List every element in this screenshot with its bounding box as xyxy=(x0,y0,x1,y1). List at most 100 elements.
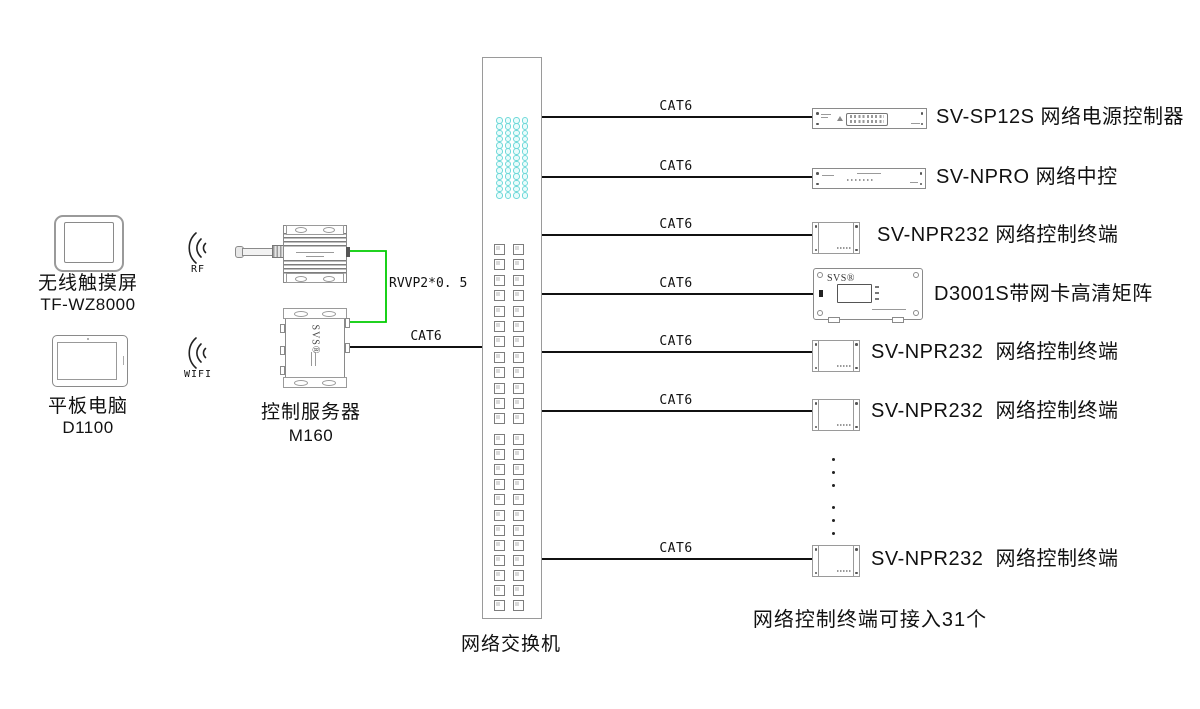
switch-led xyxy=(521,167,529,174)
switch-label: 网络交换机 xyxy=(460,634,561,655)
antenna-rod xyxy=(242,248,274,256)
switch-port xyxy=(513,367,524,379)
screw-slot xyxy=(323,275,335,282)
switch-port xyxy=(513,413,524,425)
server-top-flange xyxy=(283,308,347,319)
switch-port xyxy=(513,244,524,255)
switch-led xyxy=(513,173,520,180)
rf-label: RF xyxy=(190,264,206,275)
switch-led xyxy=(513,135,520,143)
switch-led xyxy=(513,192,520,199)
switch-led xyxy=(504,173,512,180)
switch-led xyxy=(513,117,520,124)
server-left-port xyxy=(280,324,285,333)
switch-port xyxy=(494,290,505,302)
switch-led xyxy=(521,185,529,193)
switch-port xyxy=(513,449,524,461)
matrix-device: SVS® xyxy=(813,268,923,323)
switch-port xyxy=(513,305,524,317)
panel-fine-print xyxy=(911,123,920,124)
switch-led xyxy=(504,142,512,149)
switch-port xyxy=(513,509,524,521)
panel-fine-print xyxy=(822,175,834,176)
ellipsis-dot xyxy=(832,519,835,522)
switch-led xyxy=(504,167,512,174)
radio-fine-print xyxy=(306,256,324,257)
server-left-port xyxy=(280,346,285,355)
switch-port xyxy=(494,244,505,255)
switch-led xyxy=(521,135,529,143)
screw-slot xyxy=(294,380,308,386)
switch-led xyxy=(513,179,520,186)
tablet-label: 平板电脑 D1100 xyxy=(30,396,146,438)
switch-led xyxy=(504,135,512,143)
switch-port xyxy=(513,274,524,286)
switch-port xyxy=(494,600,505,612)
switch-port xyxy=(494,554,505,566)
switch-port xyxy=(494,464,505,476)
row6-label: SV-NPR232 网络控制终端 xyxy=(871,400,1119,422)
switch-port xyxy=(513,290,524,302)
switch-led xyxy=(504,129,512,136)
touchscreen-device xyxy=(54,215,124,272)
tablet-device xyxy=(52,335,128,387)
switch-led xyxy=(496,142,503,149)
sp12s-device xyxy=(812,108,927,129)
switch-port xyxy=(513,398,524,409)
switch-port xyxy=(494,569,505,581)
radio-bottom-flange xyxy=(286,273,344,283)
screw-slot xyxy=(323,227,335,233)
switch-led xyxy=(521,173,529,180)
switch-led xyxy=(496,148,503,155)
switch-led xyxy=(496,117,503,124)
wifi-wave-icon xyxy=(188,337,207,369)
ellipsis-dot xyxy=(832,484,835,487)
server-lan-port xyxy=(345,343,350,353)
switch-led xyxy=(504,123,512,130)
switch-port xyxy=(513,524,524,536)
switch-led xyxy=(504,179,512,186)
network-switch-device xyxy=(482,57,542,619)
radio-top-flange xyxy=(286,225,344,235)
cat6-label-row2: CAT6 xyxy=(659,159,693,174)
server-bottom-flange xyxy=(283,377,347,388)
switch-port xyxy=(494,259,505,271)
switch-led xyxy=(504,148,512,155)
switch-led xyxy=(521,179,529,186)
row5-label: SV-NPR232 网络控制终端 xyxy=(871,341,1119,363)
switch-port xyxy=(494,585,505,596)
switch-led xyxy=(496,179,503,186)
switch-led xyxy=(521,129,529,136)
matrix-button xyxy=(875,298,879,300)
led-row xyxy=(837,423,851,426)
switch-led xyxy=(513,123,520,130)
screw-slot xyxy=(322,380,336,386)
rvvp-cable-label: RVVP2*0. 5 xyxy=(389,276,468,291)
led-row xyxy=(837,246,851,249)
matrix-lan-port xyxy=(819,290,823,297)
touchscreen-model: TF-WZ8000 xyxy=(40,295,136,314)
panel-fine-print xyxy=(872,309,906,310)
screw-slot xyxy=(295,275,307,282)
matrix-brand: SVS® xyxy=(827,273,855,284)
switch-led xyxy=(521,148,529,155)
server-green-port xyxy=(345,318,350,328)
radio-output-port xyxy=(346,247,350,257)
switch-led xyxy=(521,160,529,168)
ellipsis-dot xyxy=(832,506,835,509)
switch-port xyxy=(513,382,524,394)
panel-fine-print xyxy=(821,114,831,115)
tablet-screen xyxy=(57,342,117,380)
switch-port xyxy=(494,434,505,445)
switch-port xyxy=(513,464,524,476)
switch-led xyxy=(521,123,529,130)
cat6-label-row3: CAT6 xyxy=(659,217,693,232)
row7-label: SV-NPR232 网络控制终端 xyxy=(871,548,1119,570)
cat6-label-row1: CAT6 xyxy=(659,99,693,114)
switch-port xyxy=(494,382,505,394)
row2-label: SV-NPRO 网络中控 xyxy=(936,166,1118,188)
switch-led xyxy=(496,192,503,199)
switch-led xyxy=(513,167,520,174)
heatsink-fins-top xyxy=(284,233,346,249)
row3-label: SV-NPR232 网络控制终端 xyxy=(877,224,1119,246)
